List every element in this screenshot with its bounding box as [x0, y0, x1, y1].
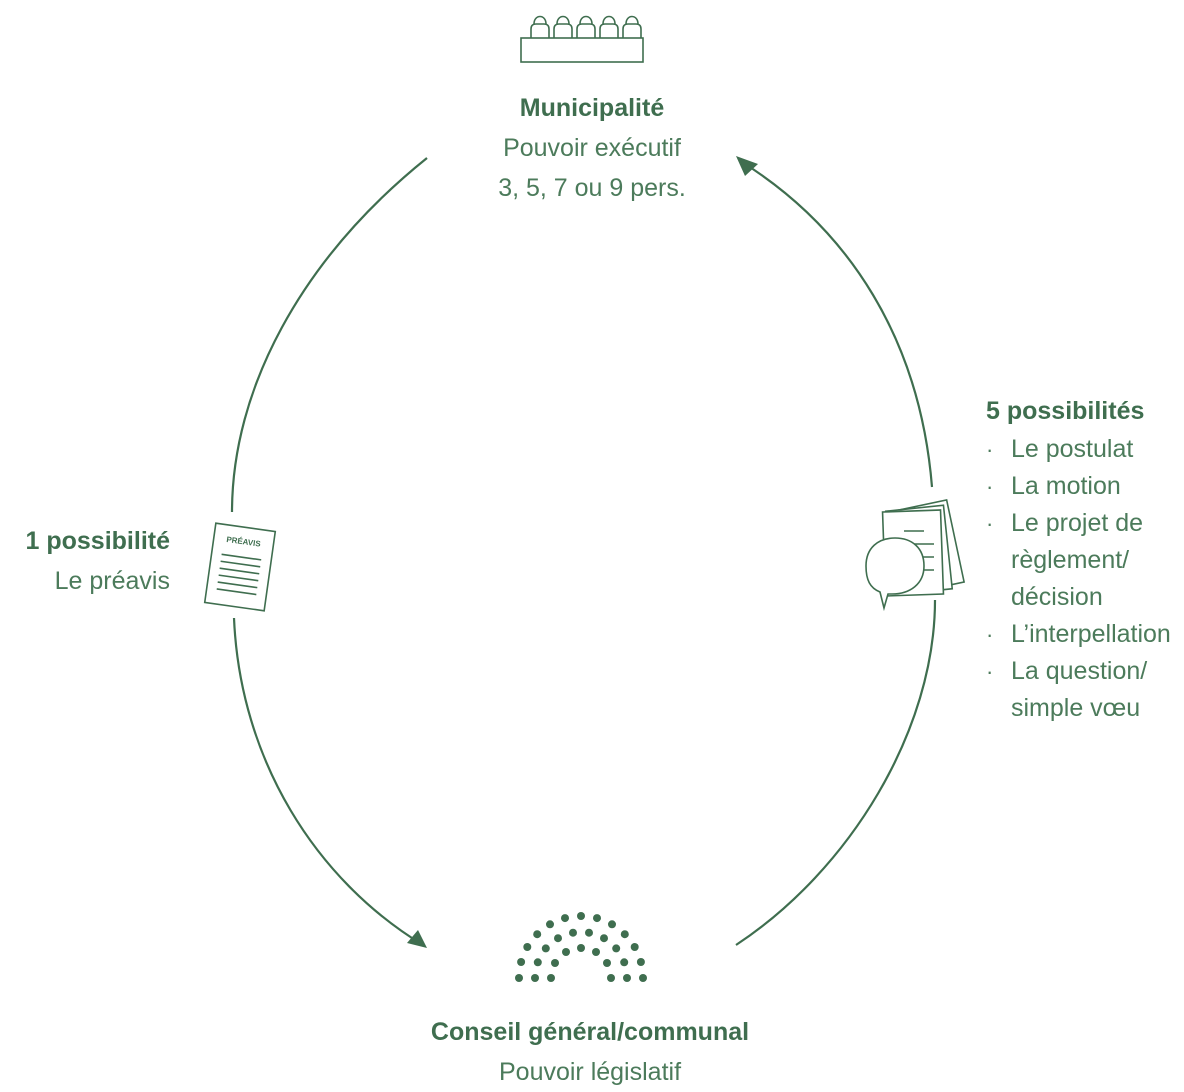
parliament-seat	[623, 974, 631, 982]
possibilite-line: règlement/	[1011, 546, 1130, 574]
parliament-seat	[533, 930, 542, 939]
parliament-seat	[585, 928, 593, 937]
possibilites-list: Le postulat La motion Le projet de règle…	[986, 431, 1184, 727]
municipalite-node: Municipalité Pouvoir exécutif 3, 5, 7 ou…	[392, 88, 792, 208]
parliament-seat	[600, 934, 608, 943]
parliament-seat	[546, 920, 554, 929]
parliament-seat	[533, 958, 542, 967]
possibilite-line: La question/	[1011, 657, 1148, 685]
possibilite-item: La motion	[986, 468, 1184, 505]
possibilite-line: décision	[1011, 583, 1103, 611]
arrowhead-to-conseil	[407, 930, 427, 948]
executive-board-icon	[520, 15, 644, 63]
parliament-seat	[639, 974, 647, 982]
documents-speech-icon	[865, 498, 966, 612]
parliament-seat	[577, 944, 585, 952]
arc-top-right	[741, 161, 934, 488]
parliament-seat	[554, 934, 562, 943]
parliament-seat	[517, 958, 526, 966]
preavis-title: 1 possibilité	[25, 527, 170, 555]
conseil-title: Conseil général/communal	[430, 1018, 750, 1046]
parliament-seat	[515, 974, 523, 982]
parliament-seat	[620, 930, 629, 939]
parliament-seat	[592, 948, 600, 956]
municipalite-role: Pouvoir exécutif	[503, 134, 681, 162]
parliament-seat	[562, 948, 570, 956]
possibilite-item: Le projet de règlement/ décision	[986, 505, 1184, 616]
possibilite-item: La question/ simple vœu	[986, 653, 1184, 727]
preavis-label: Le préavis	[54, 567, 170, 595]
parliament-seat	[608, 920, 616, 929]
parliament-seat	[607, 974, 615, 982]
arc-bottom-left	[232, 617, 424, 946]
arc-bottom-right	[735, 599, 937, 946]
possibilite-line: La motion	[1011, 472, 1121, 500]
possibilite-item: L’interpellation	[986, 616, 1184, 653]
parliament-seat	[569, 928, 577, 937]
preavis-node: 1 possibilité Le préavis	[0, 521, 170, 601]
municipalite-members: 3, 5, 7 ou 9 pers.	[498, 174, 686, 202]
arc-top-left	[230, 157, 428, 513]
parliament-seat	[541, 944, 550, 953]
parliament-seat	[561, 914, 569, 923]
parliament-seat	[547, 974, 555, 982]
possibilite-line: Le postulat	[1011, 435, 1134, 463]
parliament-seat	[523, 943, 532, 951]
parliament-seat	[636, 958, 645, 966]
parliament-seat	[620, 958, 629, 967]
parliament-seat	[531, 974, 539, 982]
possibilite-line: Le projet de	[1011, 509, 1144, 537]
arrowhead-to-municipalite	[736, 156, 758, 176]
parliament-seat	[593, 914, 601, 923]
possibilites-node: 5 possibilités Le postulat La motion Le …	[986, 391, 1184, 727]
possibilites-title: 5 possibilités	[986, 397, 1145, 425]
municipalite-title: Municipalité	[519, 94, 665, 122]
conseil-node: Conseil général/communal Pouvoir législa…	[380, 1012, 800, 1092]
parliament-seats-icon	[515, 912, 647, 982]
possibilite-line: simple vœu	[1011, 694, 1141, 722]
document-preavis-icon: PRÉAVIS	[203, 522, 277, 612]
possibilite-item: Le postulat	[986, 431, 1184, 468]
conseil-role: Pouvoir législatif	[498, 1058, 682, 1086]
parliament-seat	[603, 959, 611, 967]
parliament-seat	[612, 944, 621, 953]
parliament-seat	[551, 959, 559, 967]
possibilite-line: L’interpellation	[1011, 620, 1171, 648]
parliament-seat	[630, 943, 639, 951]
parliament-seat	[577, 912, 585, 920]
